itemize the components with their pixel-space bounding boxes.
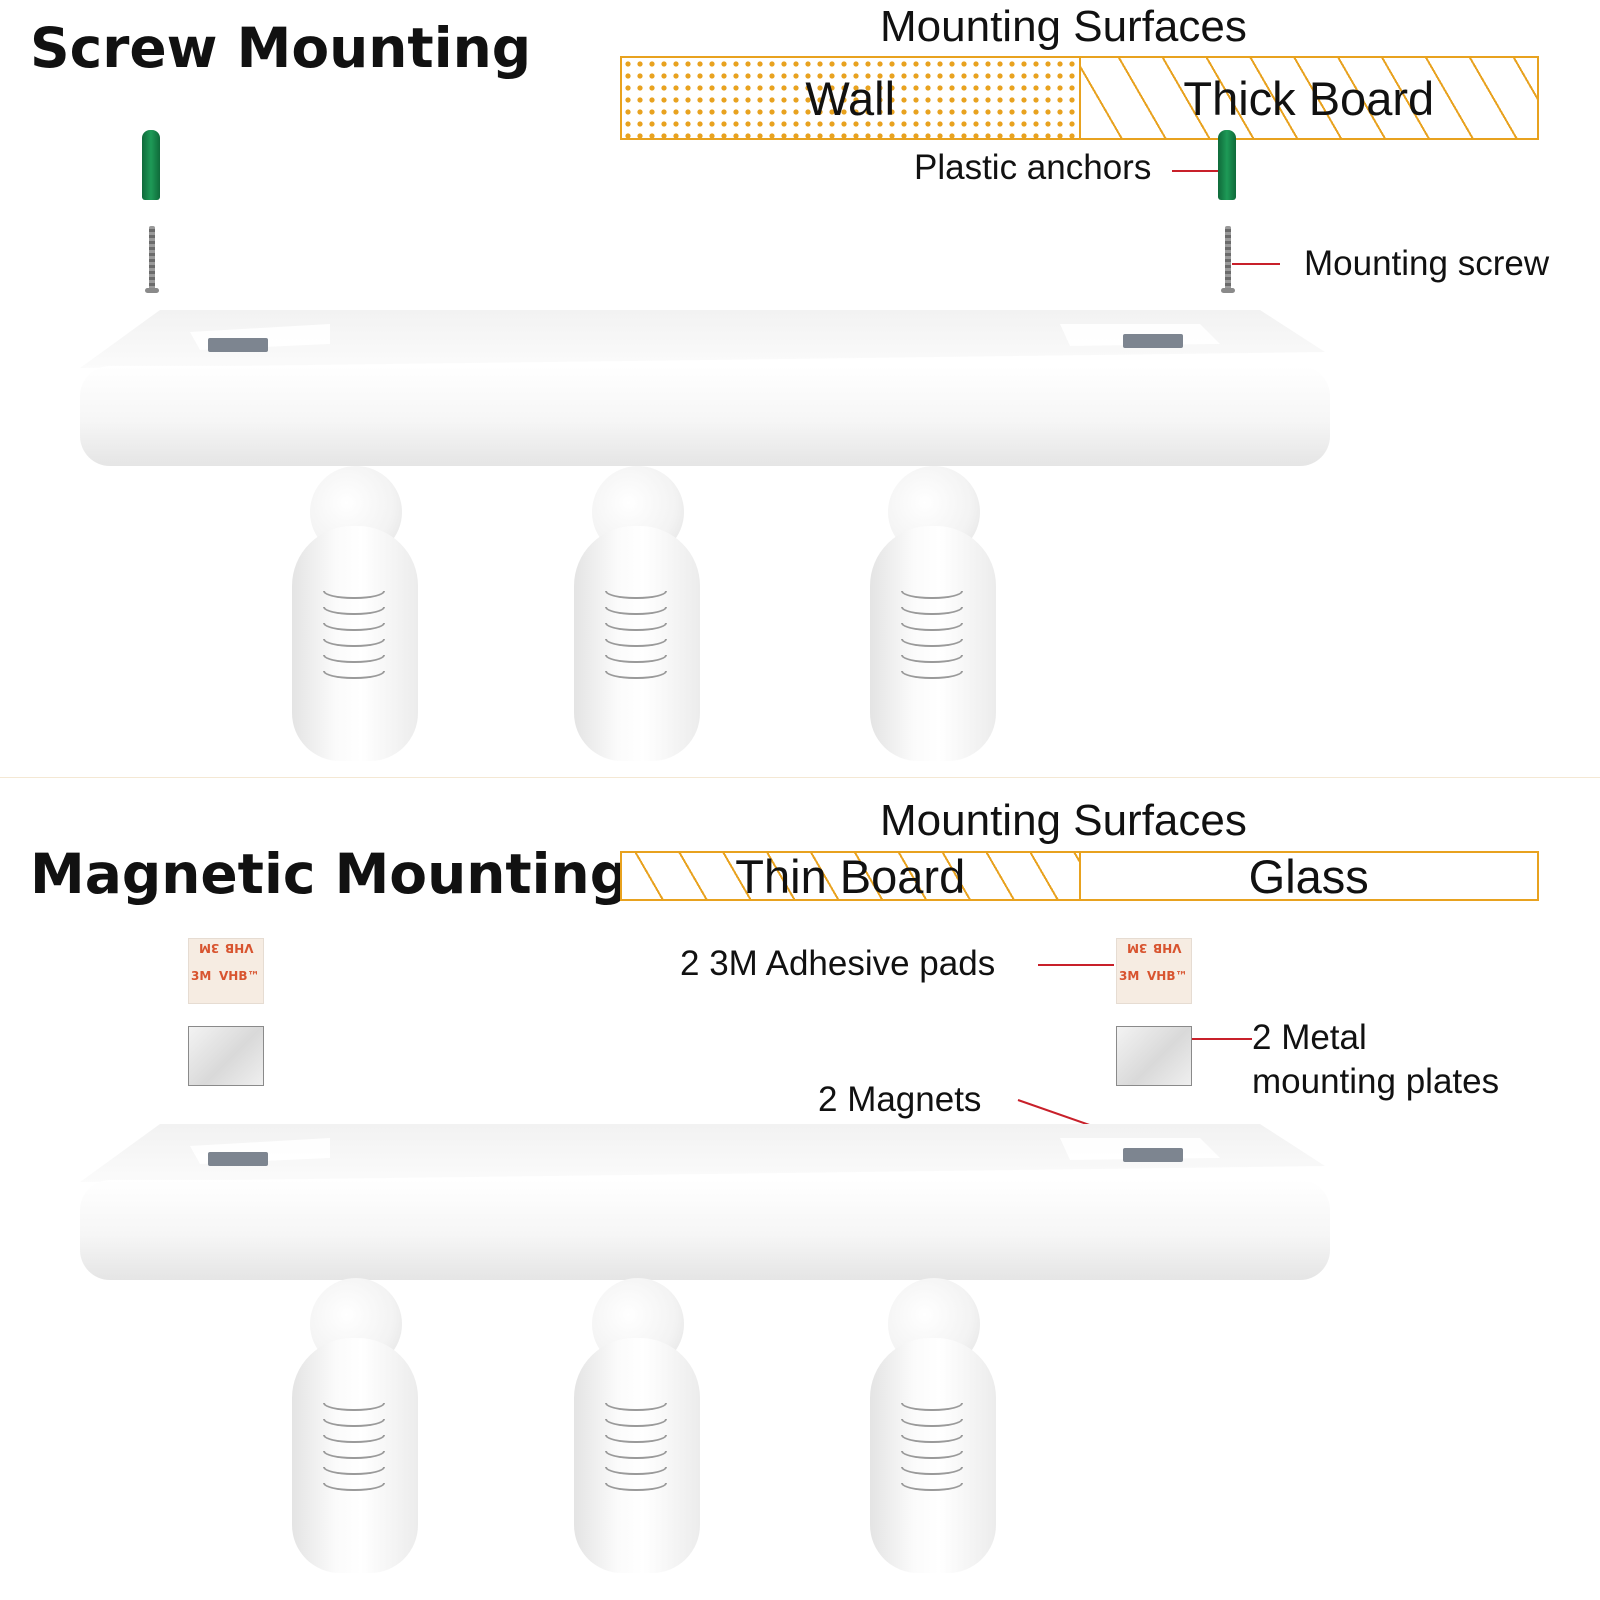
lamp-head-6 bbox=[868, 1278, 998, 1578]
plastic-anchor-right bbox=[1218, 130, 1236, 200]
screw-mounting-heading: Screw Mounting bbox=[30, 16, 532, 80]
mounting-screw-leader bbox=[1232, 263, 1280, 265]
surface-thick-board: Thick Board bbox=[1080, 58, 1537, 138]
adhesive-pads-leader bbox=[1038, 964, 1114, 966]
screw-surfaces-box: Wall Thick Board bbox=[620, 56, 1539, 140]
mounting-screw-label: Mounting screw bbox=[1304, 244, 1550, 283]
mounting-screw-left bbox=[145, 226, 159, 293]
surface-glass: Glass bbox=[1248, 849, 1369, 903]
magnetic-surfaces-box: Thin Board Glass bbox=[620, 849, 1539, 903]
screw-surfaces-title: Mounting Surfaces bbox=[880, 2, 1247, 51]
lamp-head-2 bbox=[572, 466, 702, 766]
metal-plates-label-line2: mounting plates bbox=[1252, 1062, 1500, 1101]
magnets-label: 2 Magnets bbox=[818, 1080, 982, 1119]
magnet-slot-left bbox=[208, 338, 268, 352]
light-bar-magnetic bbox=[80, 1124, 1340, 1284]
metal-plates-leader bbox=[1192, 1038, 1252, 1040]
surface-wall: Wall bbox=[622, 58, 1081, 138]
adhesive-pad-right: 3M VHB 3M VHB™ bbox=[1116, 938, 1192, 1004]
magnetic-mounting-heading: Magnetic Mounting bbox=[30, 842, 630, 906]
magnet-left bbox=[208, 1152, 268, 1166]
mounting-screw-right bbox=[1221, 226, 1235, 293]
lamp-head-4 bbox=[290, 1278, 420, 1578]
lamp-head-3 bbox=[868, 466, 998, 766]
light-bar-screw bbox=[80, 310, 1340, 470]
lamp-head-1 bbox=[290, 466, 420, 766]
adhesive-pads-label: 2 3M Adhesive pads bbox=[680, 944, 996, 983]
adhesive-pad-left: 3M VHB 3M VHB™ bbox=[188, 938, 264, 1004]
magnet-right bbox=[1123, 1148, 1183, 1162]
lamp-head-5 bbox=[572, 1278, 702, 1578]
plastic-anchor-left bbox=[142, 130, 160, 200]
metal-plate-left bbox=[188, 1026, 264, 1086]
plastic-anchors-leader bbox=[1172, 170, 1218, 172]
metal-plate-right bbox=[1116, 1026, 1192, 1086]
metal-plates-label-line1: 2 Metal bbox=[1252, 1018, 1367, 1057]
light-bar-body bbox=[80, 1124, 1330, 1280]
surface-thin-board: Thin Board bbox=[622, 850, 1081, 903]
magnet-slot-right bbox=[1123, 334, 1183, 348]
section-divider bbox=[0, 777, 1600, 778]
magnetic-surfaces-title: Mounting Surfaces bbox=[880, 796, 1247, 845]
plastic-anchors-label: Plastic anchors bbox=[914, 148, 1152, 187]
